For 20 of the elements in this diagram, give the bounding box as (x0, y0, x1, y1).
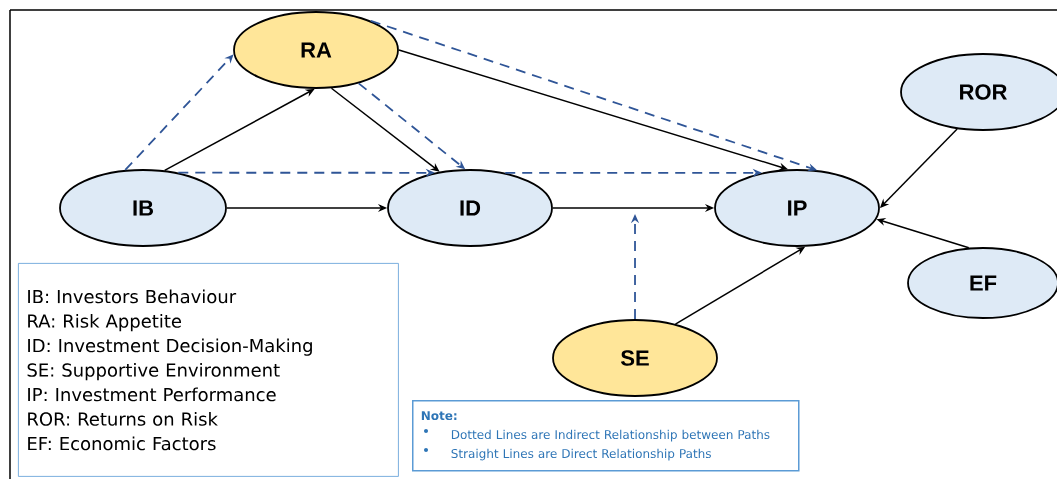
arrow (124, 54, 234, 171)
note-text: Dotted Lines are Indirect Relationship between Paths (451, 429, 770, 442)
key-text: IP: Investment Performance (28, 387, 276, 402)
oval-node: SE (552, 319, 718, 397)
key-text: ID: Investment Decision-Making (28, 338, 312, 356)
key-text: EF: Economic Factors (28, 436, 216, 451)
oval-node: RA (233, 11, 399, 89)
key-text: SE: Supportive Environment (27, 362, 280, 381)
oval-node: ROR (900, 53, 1057, 131)
key-box (18, 263, 399, 477)
key-text: ROR: Returns on Risk (28, 411, 218, 426)
key-text: IB: Investors Behaviour (28, 289, 237, 304)
oval-node: EF (907, 247, 1057, 319)
key-text: RA: Risk Appetite (28, 313, 181, 332)
oval-node: IP (714, 169, 880, 247)
oval-node: IB (59, 169, 227, 247)
note-box (412, 400, 800, 472)
oval-node: ID (387, 169, 553, 247)
note-heading: Note: (421, 411, 457, 421)
note-text: Straight Lines are Direct Relationship Paths (451, 448, 711, 461)
